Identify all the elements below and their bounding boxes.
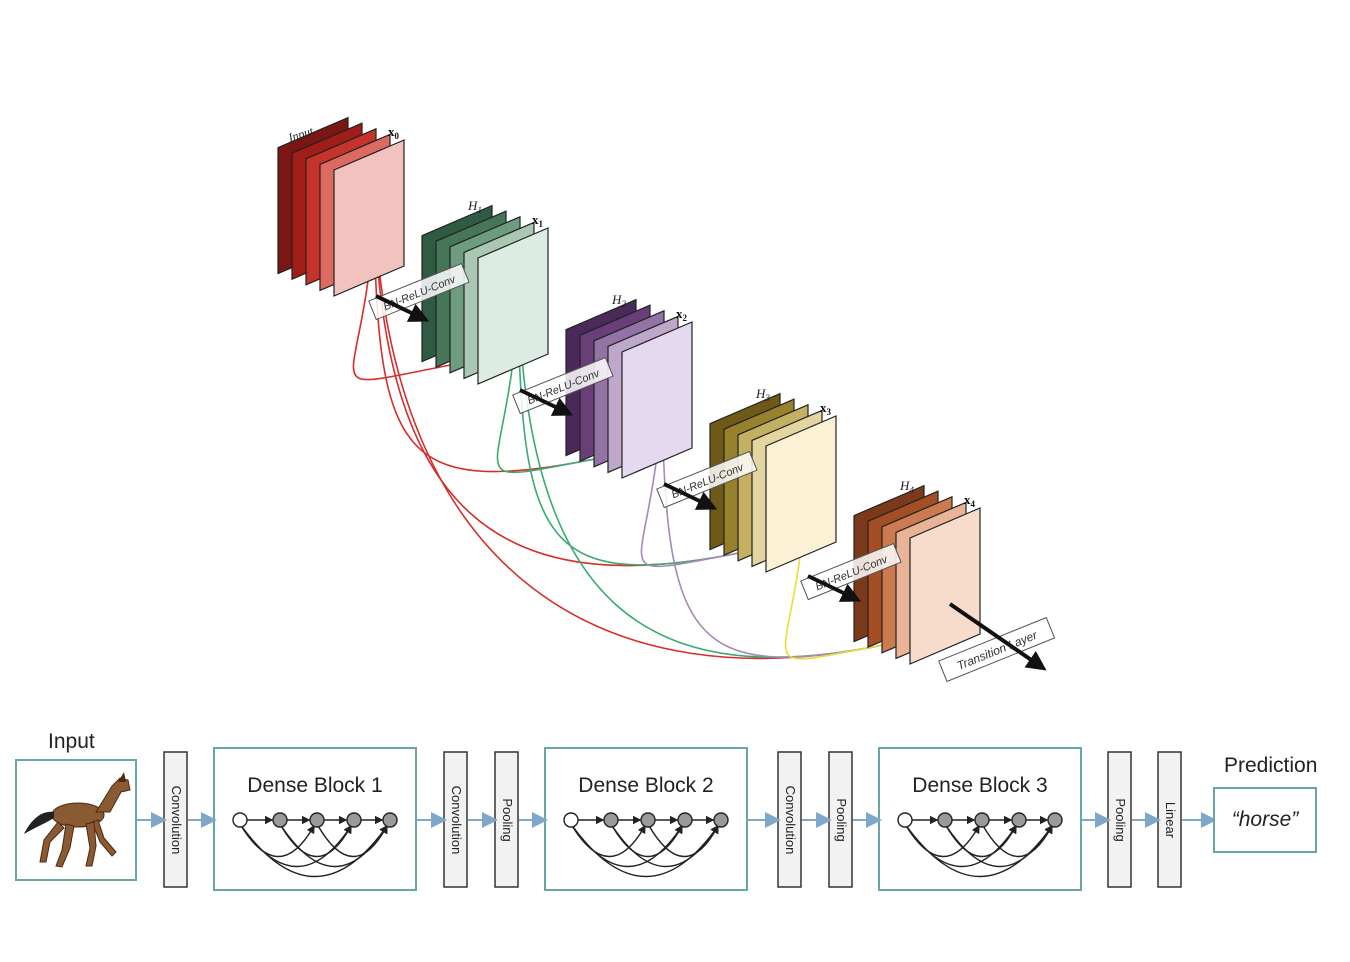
graph-node [346,812,362,828]
dense-connection [373,199,889,660]
skip-connection [279,823,388,868]
feature-map-stacks: x0Inputx1H1BN-ReLU-Convx2H2BN-ReLU-Convx… [277,116,1056,683]
graph-node [603,812,619,828]
dense-connection [661,381,889,658]
convolution-label: Convolution [169,786,184,855]
graph-node [272,812,288,828]
pooling-layer-box: Pooling [828,751,853,888]
graph-node [232,812,248,828]
flow-arrow [375,294,430,322]
graph-node [937,812,953,828]
dense-block-3: Dense Block 3 [878,747,1082,891]
linear-label: Linear [1163,802,1178,839]
skip-connection [981,823,1053,858]
h-label: H1 [467,198,482,215]
prediction-label: Prediction [1224,754,1317,777]
graph-node [713,812,729,828]
feature-label: x4 [964,492,976,509]
feature-map-layer [333,139,405,297]
convolution-layer-box: Convolution [163,751,188,888]
graph-node [1047,812,1063,828]
convolution-label: Convolution [783,786,798,855]
skip-connection [316,823,388,858]
convolution-label: Convolution [449,786,464,855]
graph-node [897,812,913,828]
prediction-box [1213,787,1317,853]
feature-label: x1 [532,212,544,229]
dense-block-2: Dense Block 2 [544,747,748,891]
skip-connection [647,823,719,858]
feature-label: x2 [676,306,688,323]
graph-node [974,812,990,828]
graph-node [309,812,325,828]
dense-block-1: Dense Block 1 [213,747,417,891]
feature-map-layer [909,507,981,665]
skip-connection [570,823,719,878]
h-label: H3 [755,386,770,403]
skip-connection [904,823,1053,878]
layer-boxes: Convolution Convolution Pooling Convolution… [163,751,1182,888]
flow-arrow [663,482,718,510]
feature-label: x0 [388,124,400,141]
h-label: H4 [899,478,914,495]
pooling-layer-box: Pooling [494,751,519,888]
pooling-layer-box: Pooling [1107,751,1132,888]
dense-block-boxes: Dense Block 1 Dense Block 2 Dense Block 3 [213,747,1082,891]
input-image-horse [15,759,137,881]
feature-map-layer [621,321,693,479]
skip-connection [944,823,1053,868]
graph-node [1011,812,1027,828]
flow-arrow [807,574,862,602]
dense-block-title: Dense Block 1 [247,774,382,797]
linear-layer-box: Linear [1157,751,1182,888]
dense-connection [517,287,745,566]
convolution-layer-box: Convolution [443,751,468,888]
feature-map-layer [765,415,837,573]
pooling-label: Pooling [500,798,515,841]
output-arrow [948,602,1047,671]
flow-arrow [519,388,574,416]
dense-block-3d: x0Inputx1H1BN-ReLU-Convx2H2BN-ReLU-Convx… [277,116,1056,683]
skip-connection [239,823,388,878]
feature-map-layer [477,227,549,385]
graph-node [382,812,398,828]
graph-node [563,812,579,828]
pooling-label: Pooling [1113,798,1128,841]
h-label: H2 [611,292,626,309]
skip-connection [610,823,719,868]
feature-label: x3 [820,400,832,417]
prediction-value: “horse” [1232,808,1300,831]
dense-block-title: Dense Block 2 [578,774,713,797]
pipeline-input-label: Input [48,730,95,753]
pooling-label: Pooling [834,798,849,841]
graph-node [640,812,656,828]
dense-block-title: Dense Block 3 [912,774,1047,797]
convolution-layer-box: Convolution [777,751,802,888]
graph-node [677,812,693,828]
